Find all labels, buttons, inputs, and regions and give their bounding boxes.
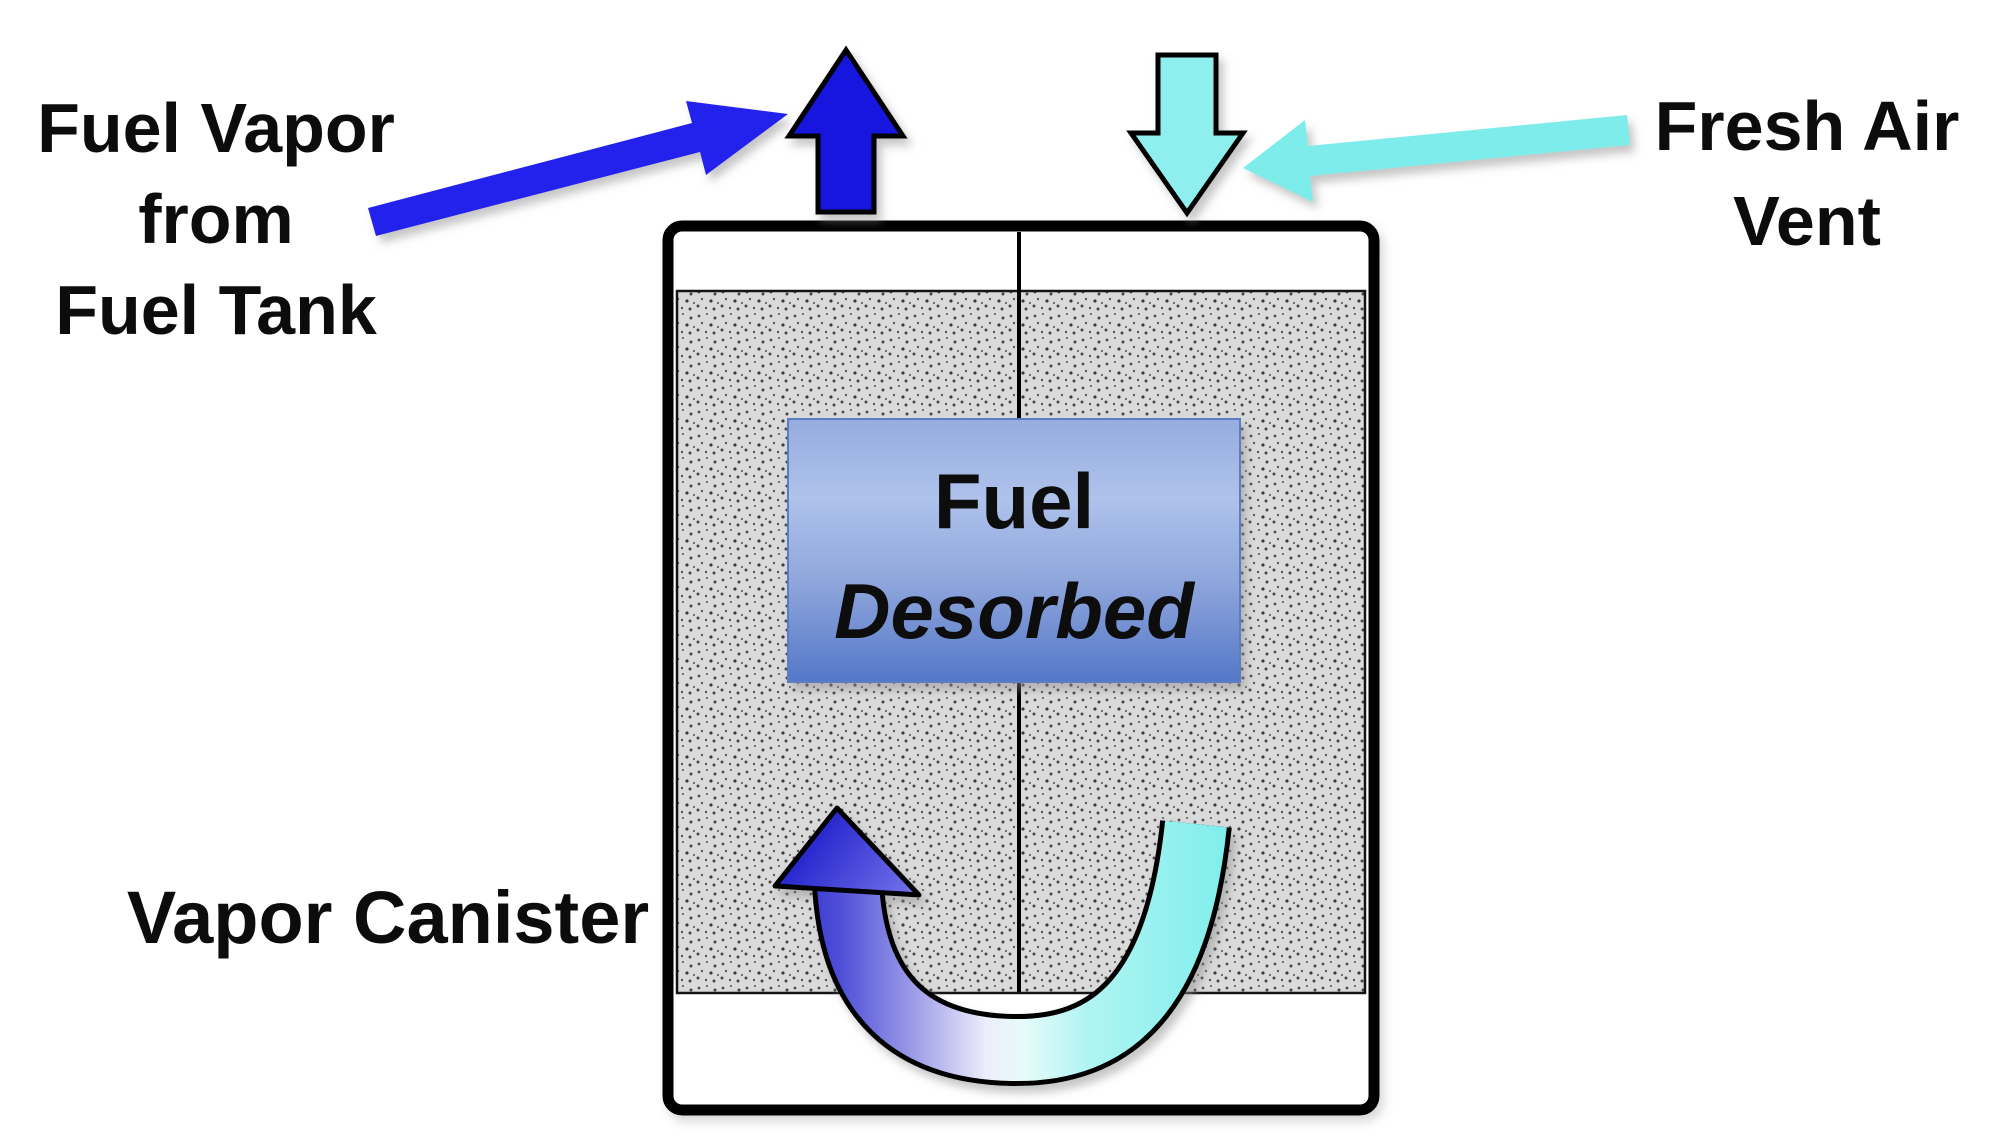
fuel-desorbed-label-line2: Desorbed	[834, 567, 1195, 655]
vapor-canister-label: Vapor Canister	[127, 876, 649, 959]
fresh-air-label-line2: Vent	[1733, 182, 1881, 260]
fuel-vapor-up-arrow-icon	[784, 45, 908, 215]
fresh-air-label-line1: Fresh Air	[1655, 87, 1960, 165]
fresh-air-down-arrow-icon	[1126, 52, 1248, 218]
purge-u-arrow-head-icon	[772, 805, 922, 898]
fuel-desorbed-label-line1: Fuel	[934, 457, 1094, 545]
fuel-vapor-source-label: Fuel Vapor from Fuel Tank	[37, 89, 395, 349]
fuel-vapor-label-line1: Fuel Vapor	[37, 89, 395, 167]
fresh-air-vent-label: Fresh Air Vent	[1655, 87, 1960, 260]
fuel-vapor-label-line2: from	[138, 180, 294, 258]
purge-u-arrow	[772, 805, 1232, 1087]
purge-u-arrow-body	[817, 820, 1227, 1082]
fuel-desorbed-rect	[787, 418, 1241, 683]
fresh-air-flow-arrow-icon	[1243, 115, 1630, 202]
fuel-vapor-label-line3: Fuel Tank	[55, 271, 377, 349]
fuel-vapor-flow-arrow-icon	[368, 101, 788, 236]
fuel-desorbed-box: Fuel Desorbed	[787, 418, 1241, 683]
